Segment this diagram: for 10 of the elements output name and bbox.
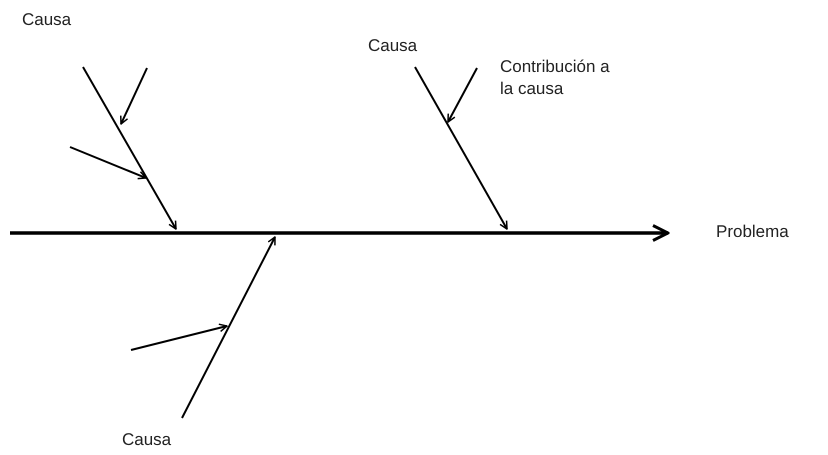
label-text: Causa	[122, 429, 192, 451]
label-text: Causa	[22, 9, 92, 31]
arrow	[181, 236, 276, 418]
arrow	[447, 68, 478, 123]
arrow	[82, 66, 177, 230]
label-text: Contribución a la causa	[500, 56, 625, 100]
label-text: Causa	[368, 35, 438, 57]
label-text: Problema	[716, 221, 826, 243]
arrow	[10, 224, 670, 242]
arrow	[414, 66, 508, 230]
